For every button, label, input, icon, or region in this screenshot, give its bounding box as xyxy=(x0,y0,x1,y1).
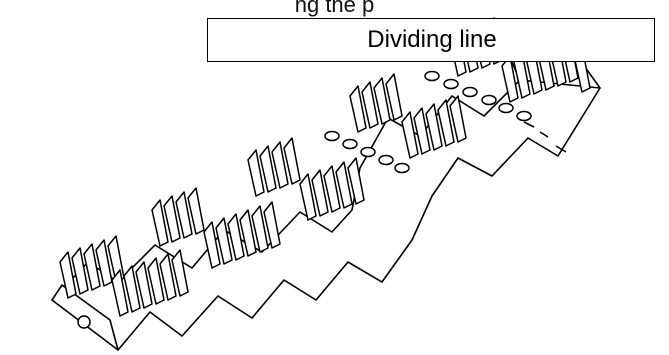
dividing-line-label: Dividing line xyxy=(367,26,497,53)
hole xyxy=(516,110,532,122)
hole xyxy=(378,154,394,166)
strip-right-edge xyxy=(117,87,601,351)
fin-group-3 xyxy=(247,137,365,221)
mounting-hole xyxy=(77,315,91,329)
hole xyxy=(324,130,340,142)
hole xyxy=(462,86,478,98)
hole xyxy=(498,102,514,114)
caption-fragment: ng the p xyxy=(294,0,375,17)
dividing-line-label-box: Dividing line xyxy=(207,18,655,62)
fin-group-2 xyxy=(151,187,281,269)
hole xyxy=(481,94,497,106)
hole xyxy=(360,146,376,158)
hole xyxy=(424,70,440,82)
hole xyxy=(342,138,358,150)
dividing-holes xyxy=(77,70,532,329)
fin-rows xyxy=(59,17,591,317)
hole xyxy=(394,162,410,174)
fin-group-4 xyxy=(349,73,467,159)
hole xyxy=(443,78,459,90)
fin-group-1 xyxy=(59,235,189,317)
